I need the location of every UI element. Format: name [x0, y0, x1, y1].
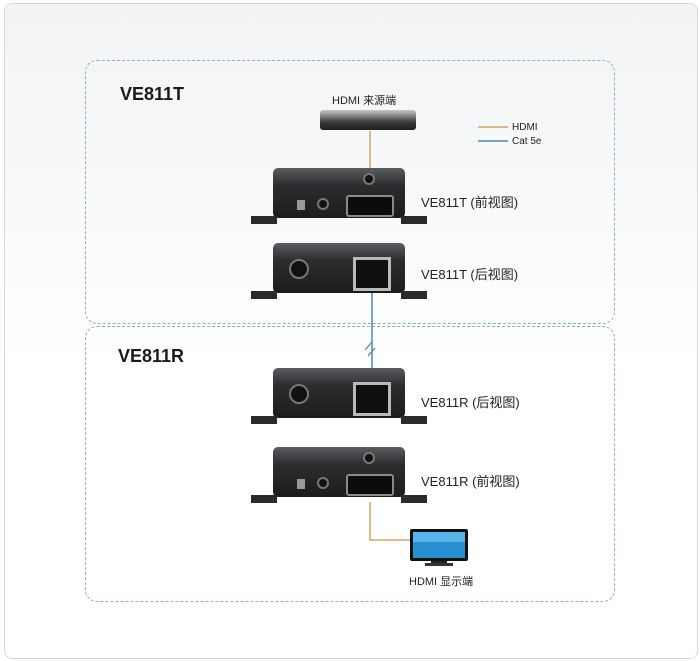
receiver-title: VE811R	[118, 346, 185, 366]
source-label: HDMI 来源端	[332, 95, 397, 107]
hdmi-port-icon	[346, 474, 394, 496]
legend-cat5e-label: Cat 5e	[512, 136, 542, 147]
display-label: HDMI 显示端	[409, 576, 474, 588]
switch-icon	[297, 200, 305, 210]
led-icon	[363, 452, 375, 464]
button-icon	[317, 198, 329, 210]
ve811r-rear-label: VE811R (后视图)	[421, 395, 520, 410]
hdmi-port-icon	[346, 195, 394, 217]
transmitter-title: VE811T	[120, 84, 185, 104]
cat5e-break-mark-2	[367, 347, 376, 357]
hdmi-display-monitor-icon	[410, 529, 468, 566]
rj45-port-icon	[353, 382, 391, 416]
hdmi-display-wire	[369, 502, 410, 541]
ve811t-rear-label: VE811T (后视图)	[421, 267, 519, 282]
legend-hdmi-label: HDMI	[512, 122, 538, 133]
led-icon	[363, 173, 375, 185]
ve811t-rear-unit	[251, 243, 427, 299]
receiver-group	[85, 326, 615, 602]
ve811t-front-unit	[251, 168, 427, 224]
power-jack-icon	[289, 259, 309, 279]
transmitter-group	[85, 60, 615, 324]
ve811t-front-label: VE811T (前视图)	[421, 195, 519, 210]
switch-icon	[297, 479, 305, 489]
ve811r-rear-unit	[251, 368, 427, 424]
power-jack-icon	[289, 384, 309, 404]
legend-lines	[478, 126, 508, 142]
cat5e-break-mark-1	[364, 341, 373, 351]
hdmi-source-device	[320, 110, 416, 130]
ve811r-front-unit	[251, 447, 427, 503]
ve811r-front-label: VE811R (前视图)	[421, 474, 520, 489]
rj45-port-icon	[353, 257, 391, 291]
button-icon	[317, 477, 329, 489]
